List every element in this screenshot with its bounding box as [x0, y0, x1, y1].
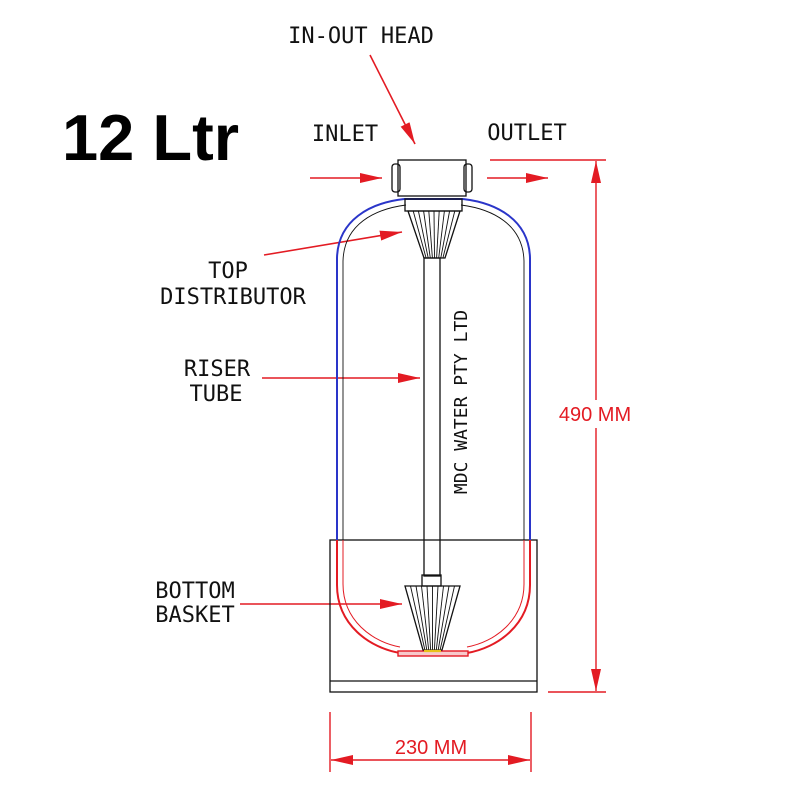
in-out-head-arrow — [369, 54, 416, 145]
base-stand-outline — [329, 539, 538, 693]
bottom-basket-slot-line — [439, 585, 455, 651]
top-distributor-slot-line — [436, 210, 440, 259]
top-distributor-slot-line — [417, 210, 429, 259]
manufacturer-marking: MDC WATER PTY LTD — [451, 310, 472, 494]
bottom-basket-slot-line — [435, 585, 444, 651]
vessel-bottom-right-outer — [466, 540, 531, 654]
bottom-basket-body — [404, 585, 461, 651]
riser-tube-label-line1: RISER — [184, 357, 251, 382]
top-distributor-slot-line — [438, 210, 445, 259]
vessel-shell — [336, 198, 531, 657]
base-stand — [329, 539, 538, 693]
vessel-wall-left-inner — [342, 204, 407, 540]
top-distributor-label-line2: DISTRIBUTOR — [160, 285, 306, 310]
top-distributor-slot-line — [428, 210, 433, 259]
top-distributor-label-line1: TOP — [208, 259, 248, 284]
top-distributor-arrow — [263, 230, 403, 256]
bottom-basket-label-line1: BOTTOM — [155, 579, 234, 604]
riser-tube-label-line2: TUBE — [190, 382, 243, 407]
inlet-label: INLET — [312, 122, 378, 147]
top-distributor-slots — [412, 210, 456, 259]
height-dimension-label: 490 MM — [559, 404, 631, 426]
height-dimension: 490 MM — [490, 159, 631, 693]
outlet-port — [463, 163, 473, 193]
top-distributor-slot-line — [423, 210, 431, 259]
width-dimension-label: 230 MM — [395, 737, 467, 759]
vessel-wall-right-inner — [460, 204, 525, 540]
top-distributor-slot-line — [433, 210, 435, 259]
vessel-bottom-left-inner — [342, 540, 401, 648]
top-distributor — [407, 210, 461, 259]
in-out-head-label: IN-OUT HEAD — [288, 24, 434, 49]
top-distributor-slot-line — [412, 210, 427, 259]
bottom-basket-slots — [410, 585, 455, 651]
top-distributor-slot-line — [440, 210, 451, 259]
width-dimension: 230 MM — [329, 712, 532, 772]
bottom-basket-slot-line — [437, 585, 450, 651]
in-out-head-body — [397, 159, 467, 197]
bottom-basket-label-line2: BASKET — [155, 603, 234, 628]
vessel-bottom-left-outer — [336, 540, 401, 654]
bottom-basket-connector — [421, 574, 442, 587]
vessel-wall-left-outer — [336, 198, 405, 540]
head-neck-collar — [404, 198, 463, 212]
bottom-basket-slot-line — [426, 585, 432, 651]
vessel-wall-right-outer — [462, 198, 531, 540]
bottom-basket-slot-line — [433, 585, 439, 651]
capacity-title: 12 Ltr — [62, 101, 239, 174]
bottom-basket-slot-line — [415, 585, 428, 651]
bottom-basket-slot-line — [421, 585, 430, 651]
bottom-basket — [404, 574, 461, 653]
top-distributor-body — [407, 210, 461, 259]
vessel-bottom-right-inner — [466, 540, 525, 648]
outlet-label: OUTLET — [487, 121, 566, 146]
inlet-port — [391, 163, 401, 193]
top-distributor-slot-line — [442, 210, 456, 259]
bottom-basket-slot-line — [410, 585, 426, 651]
riser-tube — [423, 257, 441, 577]
in-out-head — [391, 159, 473, 212]
